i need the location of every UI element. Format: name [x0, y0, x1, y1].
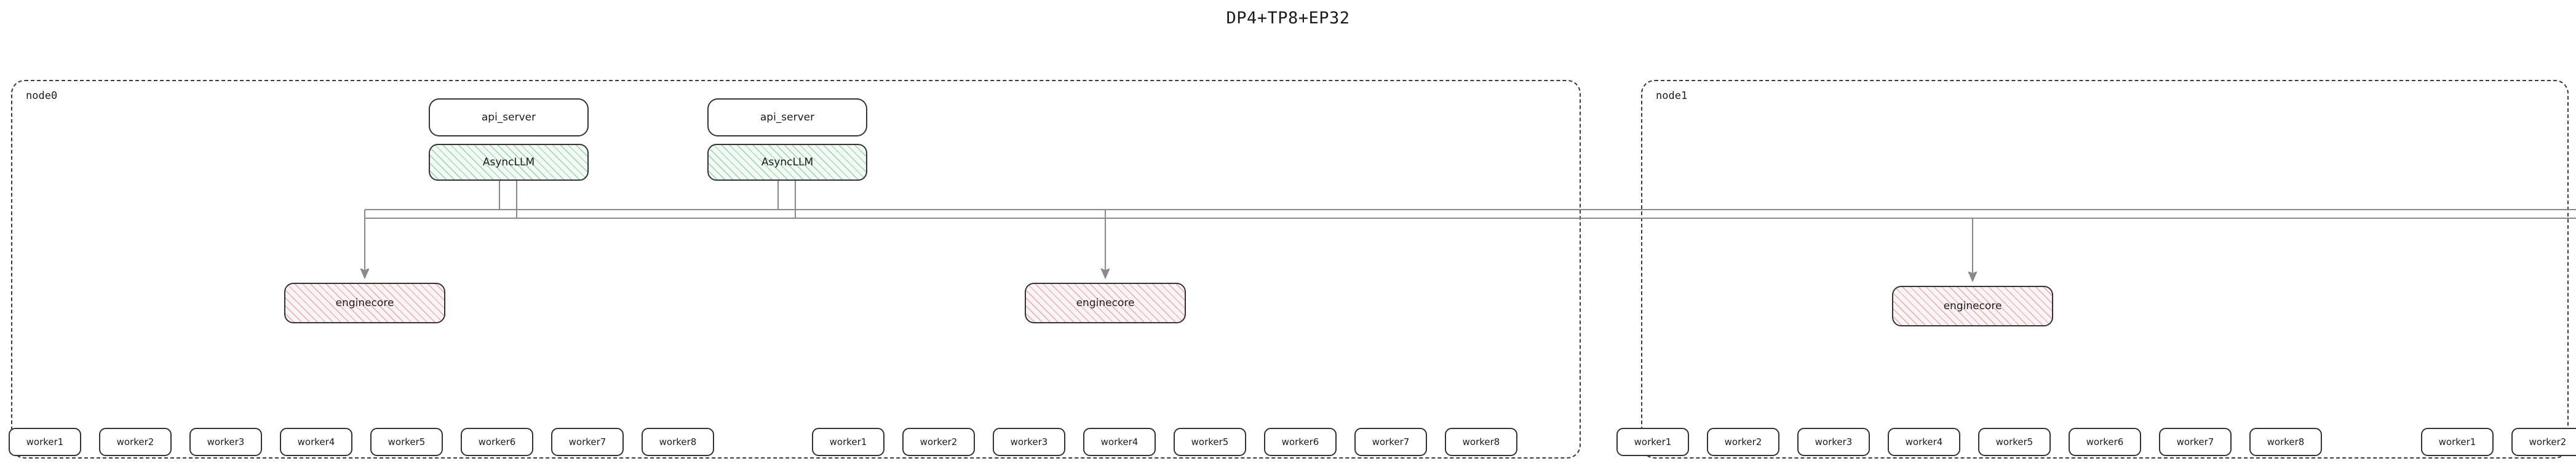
worker-box-node1-group1-1-label: worker1 — [2438, 436, 2476, 447]
worker-box-node1-group1-1[interactable]: worker1 — [2421, 428, 2494, 456]
enginecore-box-0[interactable]: enginecore — [284, 283, 445, 323]
worker-box-node0-group0-1[interactable]: worker1 — [9, 428, 81, 456]
worker-box-node0-group0-7[interactable]: worker7 — [551, 428, 624, 456]
worker-box-node0-group0-4[interactable]: worker4 — [280, 428, 352, 456]
api-server-box-0[interactable]: api_server — [429, 98, 589, 136]
worker-box-node0-group1-2[interactable]: worker2 — [902, 428, 975, 456]
worker-box-node1-group0-2[interactable]: worker2 — [1707, 428, 1779, 456]
worker-box-node1-group1-2-label: worker2 — [2529, 436, 2567, 447]
worker-box-node1-group0-1[interactable]: worker1 — [1616, 428, 1689, 456]
worker-box-node1-group1-2[interactable]: worker2 — [2511, 428, 2576, 456]
enginecore-box-2-label: enginecore — [1943, 300, 2002, 312]
worker-box-node0-group0-2[interactable]: worker2 — [99, 428, 172, 456]
worker-box-node0-group1-2-label: worker2 — [920, 436, 958, 447]
asyncllm-box-0[interactable]: AsyncLLM — [429, 144, 589, 181]
worker-box-node0-group1-6[interactable]: worker6 — [1264, 428, 1337, 456]
worker-box-node0-group1-3-label: worker3 — [1010, 436, 1048, 447]
worker-box-node1-group0-2-label: worker2 — [1724, 436, 1762, 447]
cluster-node0: node0 — [11, 80, 1581, 459]
worker-box-node0-group0-6-label: worker6 — [478, 436, 516, 447]
cluster-node1: node1 — [1641, 80, 2569, 459]
worker-box-node0-group1-7-label: worker7 — [1372, 436, 1410, 447]
worker-box-node1-group0-3[interactable]: worker3 — [1797, 428, 1870, 456]
worker-box-node0-group1-8[interactable]: worker8 — [1445, 428, 1517, 456]
worker-box-node0-group0-3-label: worker3 — [207, 436, 245, 447]
asyncllm-box-1[interactable]: AsyncLLM — [707, 144, 867, 181]
enginecore-box-0-label: enginecore — [335, 297, 394, 309]
worker-box-node0-group0-4-label: worker4 — [297, 436, 335, 447]
worker-box-node0-group0-3[interactable]: worker3 — [189, 428, 262, 456]
worker-box-node0-group1-6-label: worker6 — [1281, 436, 1319, 447]
enginecore-box-1-label: enginecore — [1076, 297, 1135, 309]
worker-box-node1-group0-8[interactable]: worker8 — [2249, 428, 2322, 456]
worker-box-node0-group1-8-label: worker8 — [1462, 436, 1500, 447]
worker-box-node0-group1-4-label: worker4 — [1100, 436, 1139, 447]
worker-box-node0-group1-1-label: worker1 — [829, 436, 867, 447]
worker-box-node0-group0-5-label: worker5 — [388, 436, 426, 447]
worker-box-node1-group0-7-label: worker7 — [2176, 436, 2214, 447]
worker-box-node1-group0-6[interactable]: worker6 — [2069, 428, 2141, 456]
worker-box-node1-group0-8-label: worker8 — [2267, 436, 2305, 447]
api-server-box-1[interactable]: api_server — [707, 98, 867, 136]
worker-box-node0-group1-5-label: worker5 — [1191, 436, 1229, 447]
cluster-label-node1: node1 — [1656, 90, 1688, 102]
api-server-box-0-label: api_server — [481, 111, 536, 124]
worker-box-node0-group0-8-label: worker8 — [659, 436, 697, 447]
worker-box-node0-group1-4[interactable]: worker4 — [1083, 428, 1156, 456]
worker-box-node0-group1-5[interactable]: worker5 — [1174, 428, 1246, 456]
worker-box-node1-group0-6-label: worker6 — [2086, 436, 2124, 447]
worker-box-node1-group0-5-label: worker5 — [1995, 436, 2033, 447]
worker-box-node0-group0-5[interactable]: worker5 — [370, 428, 443, 456]
worker-box-node0-group0-7-label: worker7 — [568, 436, 606, 447]
asyncllm-box-0-label: AsyncLLM — [482, 156, 535, 168]
worker-box-node0-group0-2-label: worker2 — [116, 436, 154, 447]
worker-box-node0-group0-8[interactable]: worker8 — [642, 428, 714, 456]
worker-box-node1-group0-7[interactable]: worker7 — [2159, 428, 2232, 456]
worker-box-node1-group0-4-label: worker4 — [1905, 436, 1943, 447]
page-title: DP4+TP8+EP32 — [1226, 9, 1350, 28]
worker-box-node1-group0-3-label: worker3 — [1815, 436, 1853, 447]
worker-box-node0-group1-1[interactable]: worker1 — [812, 428, 885, 456]
worker-box-node1-group0-4[interactable]: worker4 — [1888, 428, 1960, 456]
enginecore-box-1[interactable]: enginecore — [1025, 283, 1186, 323]
asyncllm-box-1-label: AsyncLLM — [761, 156, 814, 168]
enginecore-box-2[interactable]: enginecore — [1892, 286, 2053, 326]
worker-box-node1-group0-1-label: worker1 — [1634, 436, 1672, 447]
worker-box-node0-group0-6[interactable]: worker6 — [461, 428, 533, 456]
worker-box-node0-group0-1-label: worker1 — [26, 436, 64, 447]
cluster-label-node0: node0 — [26, 90, 58, 102]
api-server-box-1-label: api_server — [760, 111, 815, 124]
worker-box-node0-group1-7[interactable]: worker7 — [1354, 428, 1427, 456]
worker-box-node0-group1-3[interactable]: worker3 — [993, 428, 1065, 456]
worker-box-node1-group0-5[interactable]: worker5 — [1978, 428, 2051, 456]
